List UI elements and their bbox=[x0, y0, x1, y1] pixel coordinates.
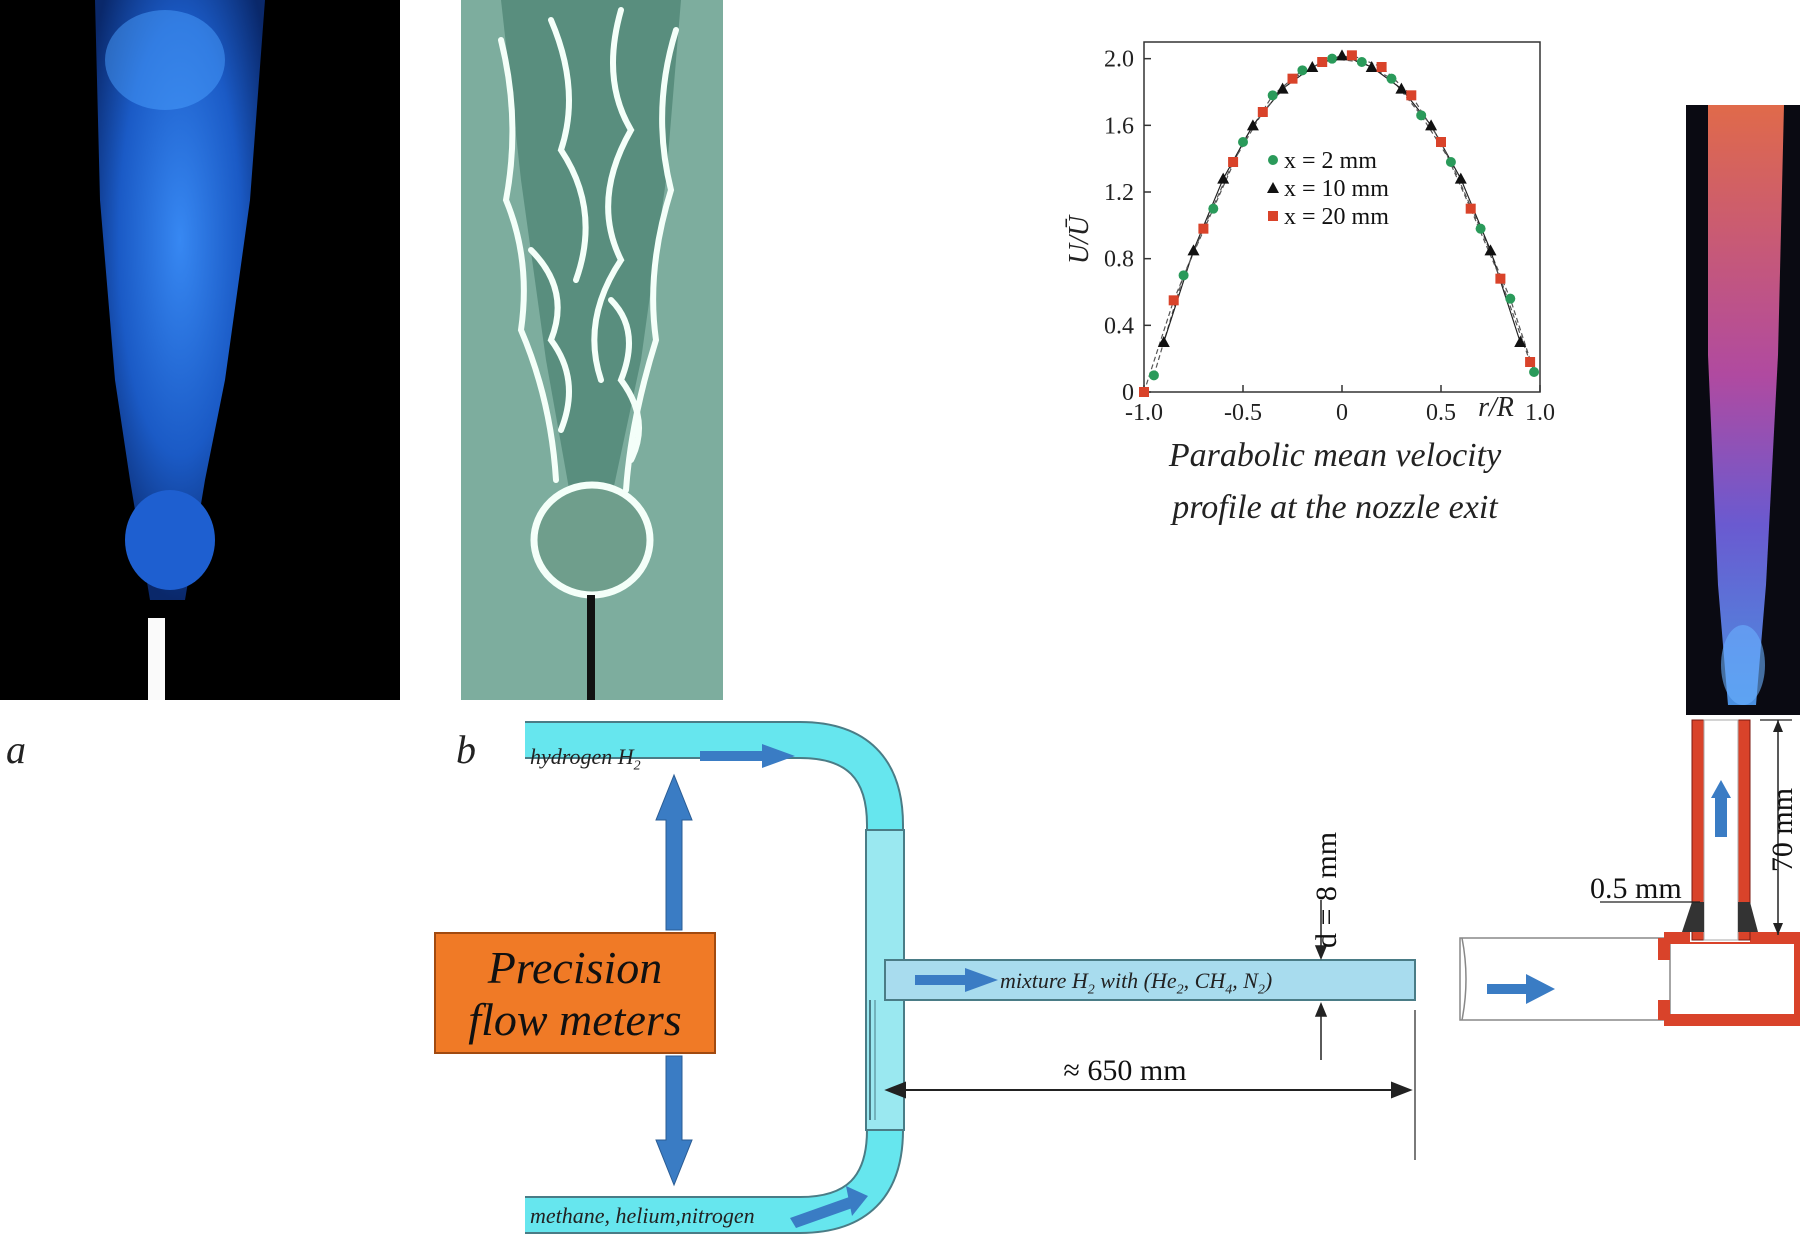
flame-photo-c bbox=[1686, 105, 1800, 715]
data-point bbox=[1306, 61, 1319, 72]
data-point bbox=[1425, 119, 1438, 131]
y-axis-label: U/Ū bbox=[1064, 214, 1095, 264]
data-point bbox=[1257, 107, 1268, 117]
data-point bbox=[1484, 244, 1497, 256]
data-point bbox=[1416, 110, 1427, 121]
chart-caption: Parabolic mean velocity profile at the n… bbox=[1075, 430, 1595, 534]
data-point bbox=[1267, 90, 1278, 101]
legend-label: x = 20 mm bbox=[1284, 204, 1389, 230]
flame-photo-c-image bbox=[1686, 105, 1800, 715]
legend-marker bbox=[1268, 211, 1278, 221]
length-label: ≈ 650 mm bbox=[1063, 1054, 1186, 1087]
flow-meters-line-1: Precision bbox=[487, 942, 663, 993]
nozzle-length-label: 70 mm bbox=[1766, 788, 1799, 872]
data-point bbox=[1514, 336, 1527, 347]
wall-thickness-label: 0.5 mm bbox=[1590, 872, 1682, 905]
chart-caption-line-2: profile at the nozzle exit bbox=[1172, 489, 1498, 526]
data-point bbox=[1208, 203, 1219, 214]
flame-photo-a-image bbox=[0, 0, 400, 700]
panel-label-a: a bbox=[6, 727, 26, 772]
legend-label: x = 2 mm bbox=[1284, 148, 1377, 174]
flame-photo-b-image bbox=[461, 0, 723, 700]
data-point bbox=[1238, 137, 1248, 147]
flow-meter-double-arrow bbox=[655, 773, 693, 1187]
legend-label: x = 10 mm bbox=[1284, 176, 1389, 202]
y-tick-label: 0 bbox=[1122, 380, 1134, 406]
x-tick-label: 1.0 bbox=[1525, 400, 1555, 420]
data-point bbox=[1198, 223, 1209, 234]
data-point bbox=[1168, 295, 1179, 306]
data-point bbox=[1395, 82, 1408, 94]
flame-photo-b bbox=[461, 0, 723, 700]
data-point bbox=[1317, 57, 1328, 67]
nozzle-detail bbox=[1459, 719, 1800, 1026]
data-point bbox=[1475, 223, 1486, 234]
mixture-flow-arrow bbox=[915, 968, 998, 992]
y-tick-label: 1.6 bbox=[1104, 113, 1134, 139]
data-point bbox=[1529, 367, 1540, 377]
data-point bbox=[1139, 387, 1149, 397]
data-point bbox=[1246, 119, 1259, 131]
diameter-label: d = 8 mm bbox=[1310, 832, 1343, 948]
data-point bbox=[1465, 203, 1476, 214]
mixture-label: mixture H2 with (He2, CH4, N2) bbox=[1000, 968, 1273, 998]
flow-meters-line-2: flow meters bbox=[468, 994, 682, 1045]
x-tick-label: -0.5 bbox=[1224, 400, 1262, 420]
y-tick-label: 0.8 bbox=[1104, 247, 1134, 273]
x-tick-label: -1.0 bbox=[1125, 400, 1163, 420]
data-point bbox=[1525, 357, 1536, 367]
series-line bbox=[1153, 58, 1535, 376]
x-tick-label: 0.5 bbox=[1426, 400, 1456, 420]
length-dimension bbox=[884, 1010, 1416, 1160]
data-point bbox=[1495, 273, 1506, 284]
data-point bbox=[1454, 172, 1467, 184]
data-point bbox=[1365, 61, 1378, 72]
data-point bbox=[1376, 62, 1387, 72]
nozzle-arrow bbox=[1487, 974, 1555, 1004]
data-point bbox=[1327, 53, 1338, 64]
chart-caption-line-1: Parabolic mean velocity bbox=[1168, 437, 1502, 474]
data-point bbox=[1148, 370, 1159, 381]
data-point bbox=[1187, 244, 1200, 256]
data-point bbox=[1346, 50, 1357, 61]
data-point bbox=[1276, 82, 1289, 94]
diameter-dimension bbox=[1314, 900, 1328, 1060]
legend-marker bbox=[1267, 182, 1279, 193]
flame-photo-a bbox=[0, 0, 400, 700]
y-tick-label: 2.0 bbox=[1104, 47, 1134, 73]
x-tick-label: 0 bbox=[1336, 400, 1348, 420]
data-point bbox=[1297, 65, 1308, 76]
data-point bbox=[1445, 157, 1456, 167]
legend-marker bbox=[1268, 155, 1278, 165]
series-line bbox=[1143, 54, 1531, 393]
data-point bbox=[1287, 73, 1298, 84]
methane-flow-arrow bbox=[790, 1186, 868, 1228]
y-tick-label: 0.4 bbox=[1104, 313, 1134, 339]
hydrogen-label: hydrogen H2 bbox=[530, 744, 641, 774]
data-point bbox=[1406, 90, 1417, 101]
data-point bbox=[1386, 73, 1397, 84]
data-point bbox=[1505, 293, 1516, 304]
velocity-profile-chart: -1.0 -0.5 0 0.5 1.0 0 0.4 0.8 1.2 1.6 2.0 x = 2 mm… bbox=[1064, 41, 1555, 420]
data-point bbox=[1336, 49, 1348, 61]
mixture-pipe bbox=[884, 959, 1416, 1001]
y-tick-label: 1.2 bbox=[1104, 180, 1134, 206]
data-point bbox=[1356, 57, 1367, 67]
flow-meters-box: Precision flow meters bbox=[434, 932, 716, 1054]
data-point bbox=[1217, 172, 1230, 184]
data-point bbox=[1228, 157, 1239, 167]
data-point bbox=[1157, 336, 1170, 347]
methane-label: methane, helium,nitrogen bbox=[530, 1203, 755, 1228]
hydrogen-flow-arrow bbox=[700, 744, 795, 768]
x-axis-label: r/R bbox=[1478, 392, 1514, 420]
panel-label-b: b bbox=[456, 727, 476, 772]
data-point bbox=[1436, 137, 1446, 147]
data-point bbox=[1178, 270, 1189, 281]
hydrogen-pipe bbox=[525, 721, 904, 950]
